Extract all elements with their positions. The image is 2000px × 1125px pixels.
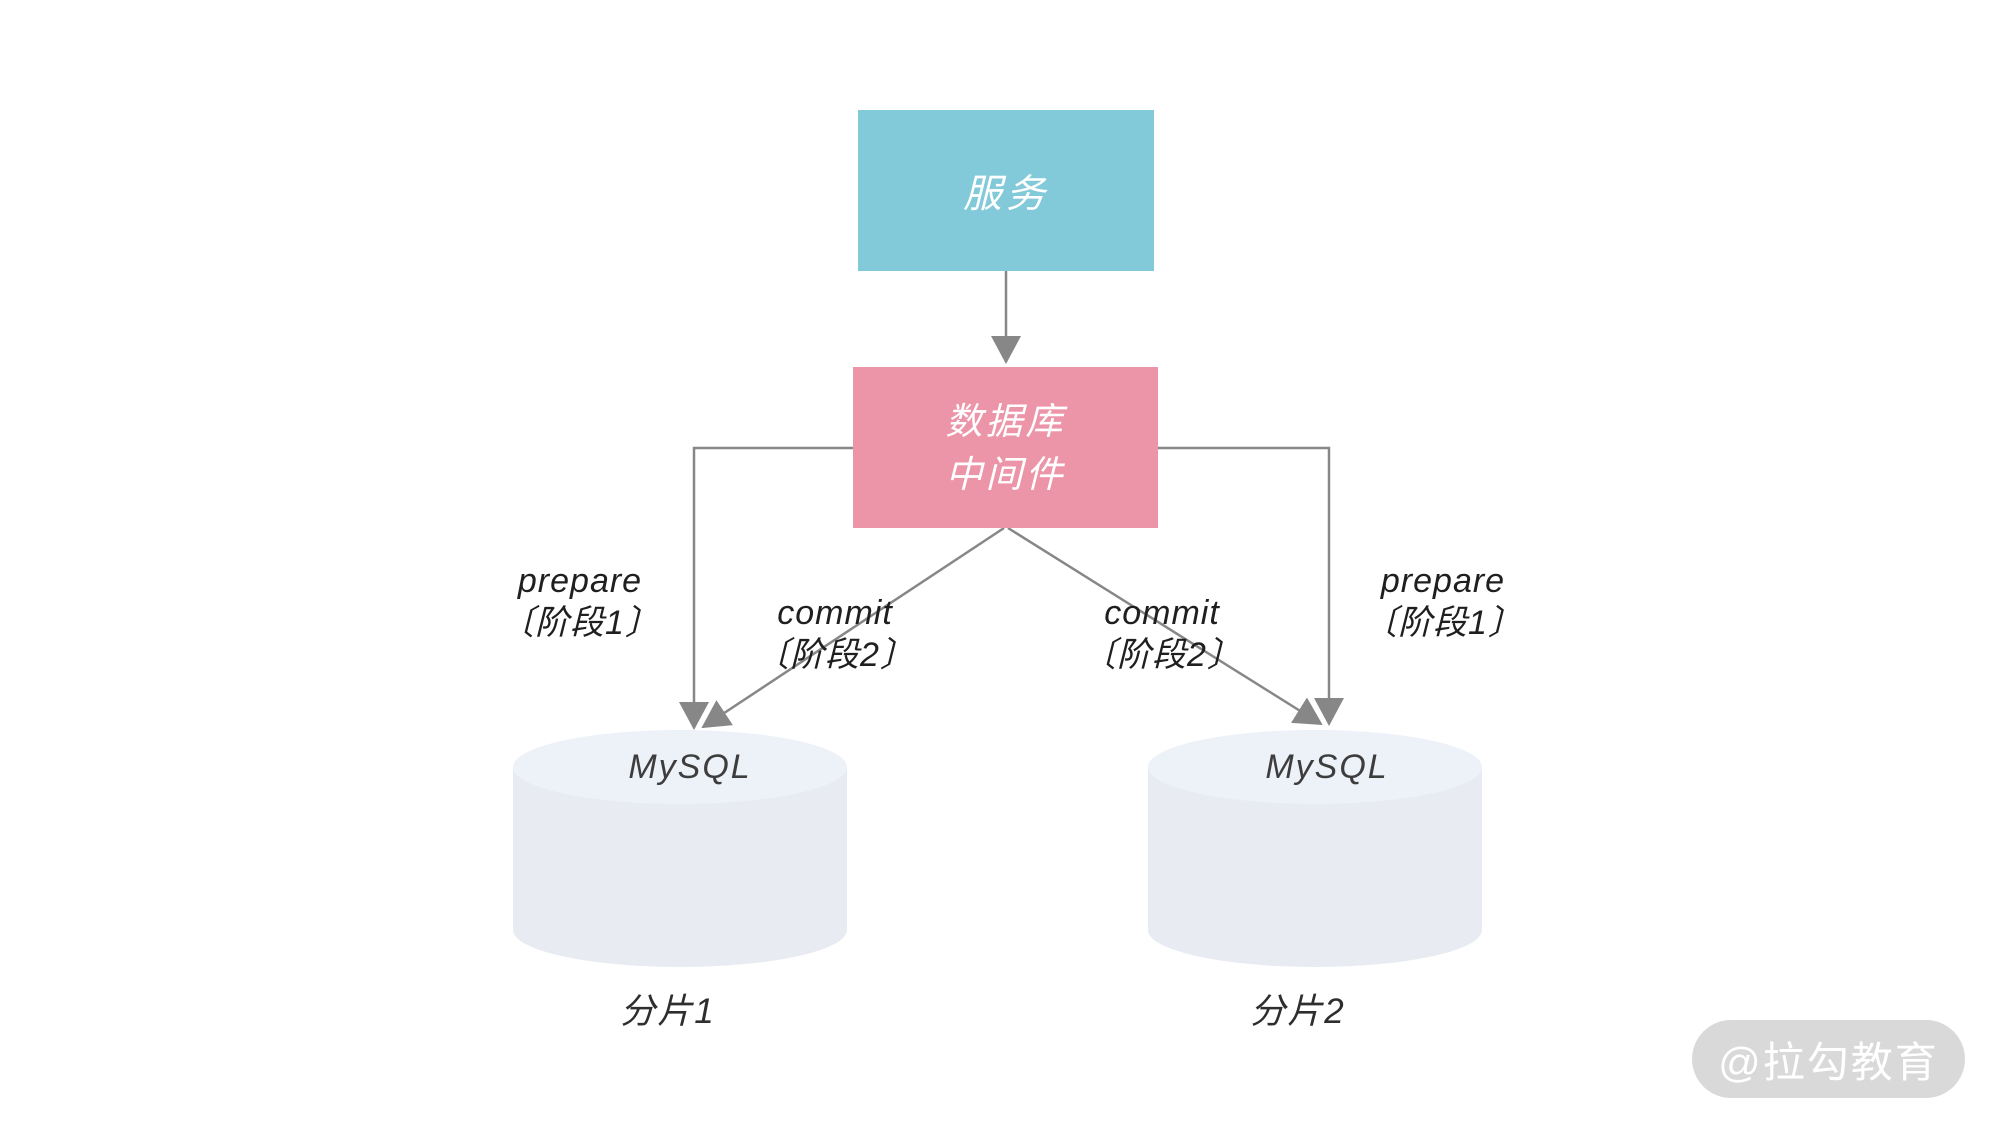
- database-cylinder-shard2: [1148, 730, 1482, 967]
- db-name-shard1: MySQL: [628, 748, 752, 786]
- edge-label-prepare-right: prepare 〔阶段1〕: [1313, 560, 1573, 644]
- edge-label-commit-right: commit 〔阶段2〕: [1032, 592, 1292, 676]
- middleware-label-line2: 中间件: [945, 453, 1066, 495]
- edge-label-line1: commit: [777, 594, 893, 632]
- connector-prepare-shard1: [679, 446, 854, 730]
- service-node: 服务: [858, 110, 1154, 271]
- service-label: 服务: [962, 172, 1049, 216]
- middleware-node: 数据库 中间件: [853, 367, 1158, 528]
- edge-label-line2: 〔阶段2〕: [755, 636, 915, 674]
- connector-commit-shard2: [1007, 526, 1323, 726]
- database-cylinder-shard1: [513, 730, 847, 967]
- edge-label-line1: prepare: [1380, 562, 1506, 600]
- shard2-caption: 分片2: [1250, 992, 1346, 1031]
- cylinder-top: [1148, 730, 1482, 804]
- cylinder-top: [513, 730, 847, 804]
- edge-label-line2: 〔阶段2〕: [1082, 636, 1242, 674]
- edge-label-commit-left: commit 〔阶段2〕: [705, 592, 965, 676]
- edge-label-line2: 〔阶段1〕: [500, 604, 660, 642]
- watermark-badge: @拉勾教育: [1692, 1020, 1965, 1098]
- watermark-text: @拉勾教育: [1718, 1038, 1939, 1086]
- middleware-label-line1: 数据库: [945, 400, 1066, 442]
- edge-label-line2: 〔阶段1〕: [1363, 604, 1523, 642]
- edge-label-line1: prepare: [517, 562, 643, 600]
- connector-commit-shard1: [701, 526, 1005, 729]
- edge-label-prepare-left: prepare 〔阶段1〕: [450, 560, 710, 644]
- connector-prepare-shard2: [1158, 446, 1344, 726]
- edge-label-line1: commit: [1104, 594, 1220, 632]
- shard1-caption: 分片1: [620, 992, 716, 1031]
- db-name-shard2: MySQL: [1265, 748, 1389, 786]
